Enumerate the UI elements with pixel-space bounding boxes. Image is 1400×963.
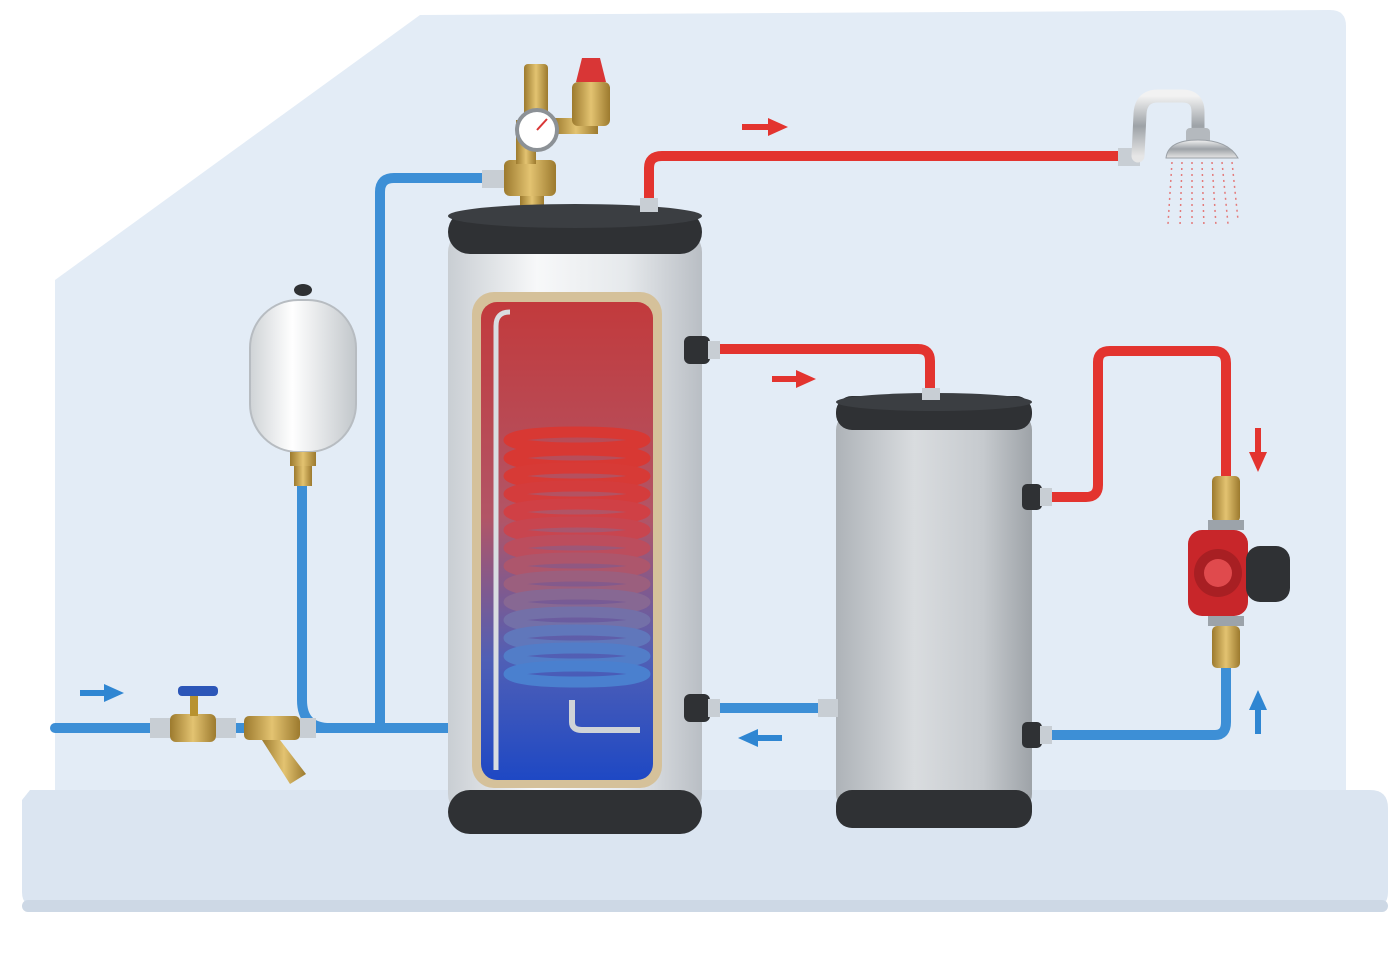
boiler-tank	[818, 388, 1052, 828]
expansion-vessel-icon	[250, 300, 356, 452]
coil-water-tank-icon	[509, 432, 645, 682]
boiler-bottom-cap	[836, 790, 1032, 828]
floor-platform	[22, 790, 1388, 908]
ball-valve-icon	[178, 686, 218, 696]
cylinder-tank-icon	[836, 412, 1032, 812]
tank-bottom-cap	[448, 790, 702, 834]
storage-tank	[448, 198, 720, 834]
floor-edge	[22, 900, 1388, 912]
